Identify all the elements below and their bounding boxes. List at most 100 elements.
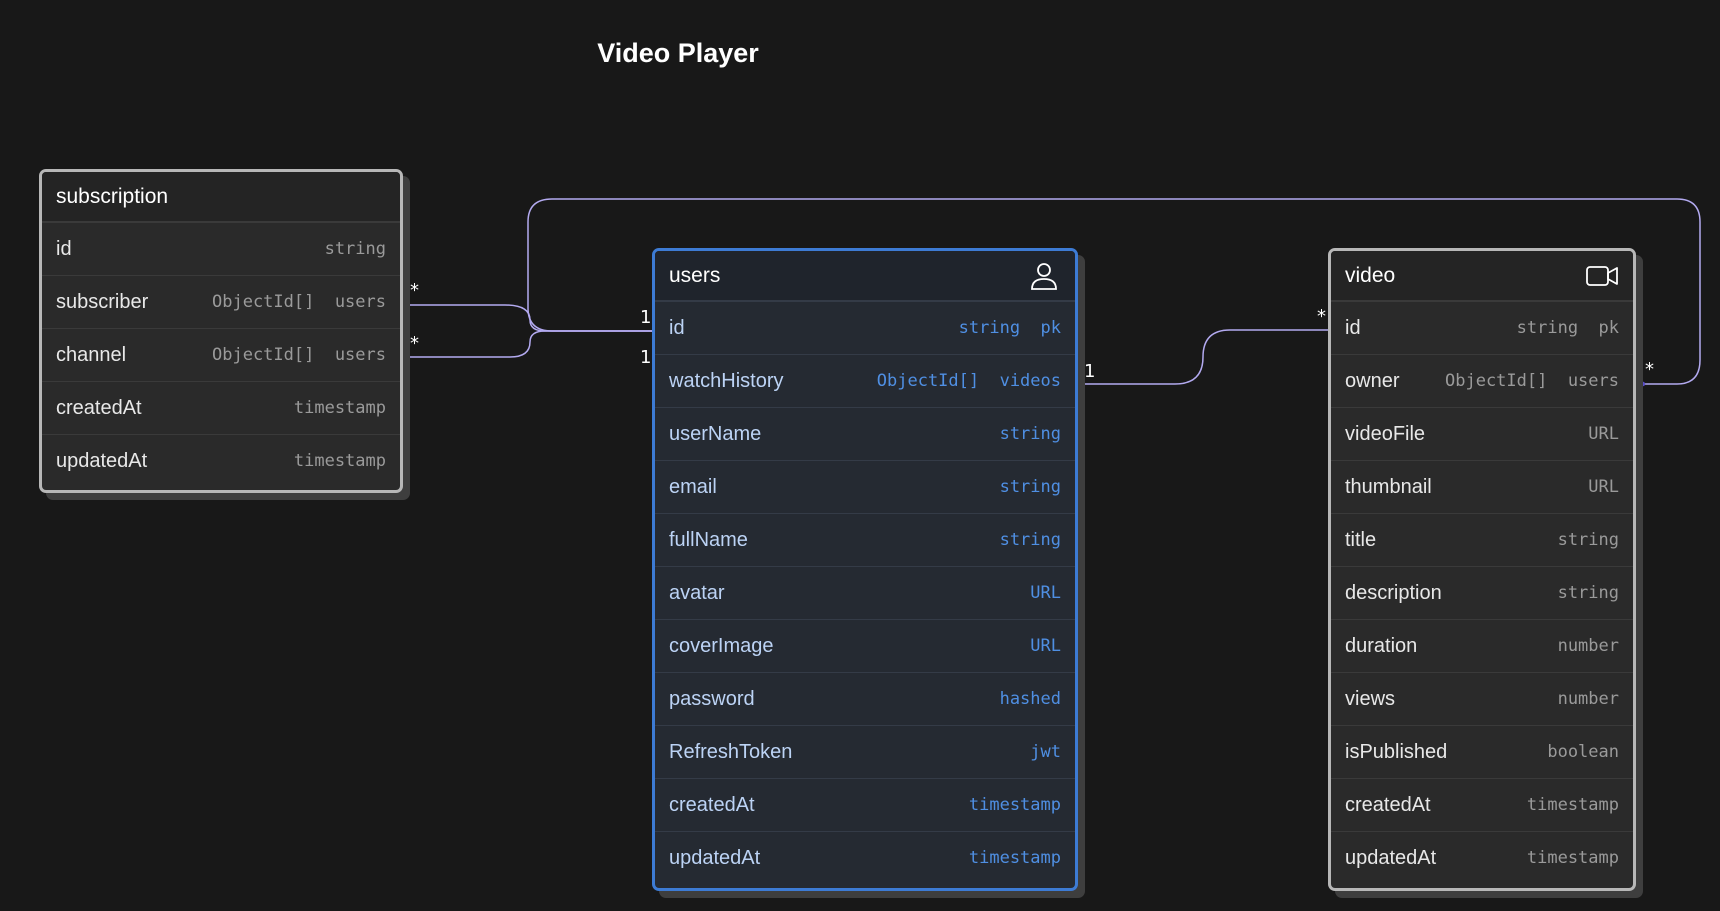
table-header[interactable]: video <box>1331 251 1633 301</box>
video-camera-icon <box>1586 265 1618 286</box>
field-type: ObjectId[] users <box>212 345 386 365</box>
field-name: createdAt <box>669 793 755 816</box>
field-name: duration <box>1345 634 1418 657</box>
field-row[interactable]: watchHistory ObjectId[] videos <box>655 354 1075 407</box>
field-type: timestamp <box>293 398 386 418</box>
field-type: number <box>1557 636 1619 656</box>
field-row[interactable]: channel ObjectId[] users <box>42 328 400 381</box>
field-row[interactable]: password hashed <box>655 672 1075 725</box>
table-header[interactable]: subscription <box>42 172 400 222</box>
field-type: timestamp <box>293 451 386 471</box>
table-header[interactable]: users <box>655 251 1075 301</box>
field-row[interactable]: updatedAt timestamp <box>42 434 400 487</box>
table-name: users <box>669 263 721 287</box>
field-row[interactable]: thumbnail URL <box>1331 460 1633 513</box>
field-name: updatedAt <box>669 846 761 869</box>
field-name: thumbnail <box>1345 475 1432 498</box>
field-row[interactable]: createdAt timestamp <box>655 778 1075 831</box>
field-row[interactable]: email string <box>655 460 1075 513</box>
table-users[interactable]: users id string pk watchHistory ObjectId… <box>652 248 1078 891</box>
relation-subscriber-users <box>403 304 655 332</box>
cardinality-video-id-many: * <box>1317 306 1326 327</box>
field-name: id <box>56 237 72 260</box>
field-name: createdAt <box>1345 793 1431 816</box>
field-row[interactable]: videoFile URL <box>1331 407 1633 460</box>
field-row[interactable]: coverImage URL <box>655 619 1075 672</box>
cardinality-owner-many: * <box>1645 359 1654 380</box>
field-type: timestamp <box>968 848 1061 868</box>
field-name: id <box>1345 316 1361 339</box>
field-name: isPublished <box>1345 740 1448 763</box>
field-row[interactable]: duration number <box>1331 619 1633 672</box>
field-row[interactable]: views number <box>1331 672 1633 725</box>
field-type: jwt <box>1030 742 1061 762</box>
field-row[interactable]: updatedAt timestamp <box>655 831 1075 884</box>
field-type: string <box>999 477 1061 497</box>
table-name: subscription <box>56 184 169 208</box>
field-type: ObjectId[] videos <box>876 371 1061 391</box>
field-name: fullName <box>669 528 748 551</box>
field-name: avatar <box>669 581 725 604</box>
field-type: string <box>1557 530 1619 550</box>
field-type: timestamp <box>1526 848 1619 868</box>
field-row[interactable]: isPublished boolean <box>1331 725 1633 778</box>
cardinality-users-one-a: 1 <box>640 307 652 328</box>
field-name: email <box>669 475 717 498</box>
relation-watchhistory-video <box>1075 329 1331 385</box>
field-row[interactable]: subscriber ObjectId[] users <box>42 275 400 328</box>
field-type: string <box>1557 583 1619 603</box>
field-name: owner <box>1345 369 1400 392</box>
field-row[interactable]: userName string <box>655 407 1075 460</box>
field-name: updatedAt <box>1345 846 1437 869</box>
field-type: URL <box>1588 424 1619 444</box>
field-row[interactable]: id string <box>42 222 400 275</box>
field-name: watchHistory <box>669 369 784 392</box>
field-row[interactable]: owner ObjectId[] users <box>1331 354 1633 407</box>
field-type: timestamp <box>968 795 1061 815</box>
cardinality-channel-many: * <box>410 333 419 354</box>
field-type: URL <box>1588 477 1619 497</box>
field-name: videoFile <box>1345 422 1426 445</box>
field-type: string <box>999 530 1061 550</box>
field-type: ObjectId[] users <box>212 292 386 312</box>
field-row[interactable]: title string <box>1331 513 1633 566</box>
field-row[interactable]: updatedAt timestamp <box>1331 831 1633 884</box>
field-type: number <box>1557 689 1619 709</box>
field-row[interactable]: avatar URL <box>655 566 1075 619</box>
user-icon <box>1031 262 1057 290</box>
field-row[interactable]: description string <box>1331 566 1633 619</box>
field-type: URL <box>1030 583 1061 603</box>
field-name: updatedAt <box>56 449 148 472</box>
field-name: title <box>1345 528 1377 551</box>
field-name: channel <box>56 343 127 366</box>
field-name: views <box>1345 687 1396 710</box>
cardinality-watchhistory-one: 1 <box>1084 361 1096 382</box>
relation-channel-users <box>403 330 655 358</box>
field-name: createdAt <box>56 396 142 419</box>
field-row[interactable]: createdAt timestamp <box>42 381 400 434</box>
field-row[interactable]: fullName string <box>655 513 1075 566</box>
cardinality-users-one-c: 1 <box>640 347 652 368</box>
table-name: video <box>1345 263 1396 287</box>
field-type: string <box>999 424 1061 444</box>
field-type: hashed <box>999 689 1061 709</box>
field-row[interactable]: RefreshToken jwt <box>655 725 1075 778</box>
field-type: boolean <box>1547 742 1619 762</box>
field-type: string <box>324 239 386 259</box>
field-row[interactable]: createdAt timestamp <box>1331 778 1633 831</box>
field-type: string pk <box>958 318 1061 338</box>
field-type: string pk <box>1516 318 1619 338</box>
field-name: coverImage <box>669 634 774 657</box>
field-type: timestamp <box>1526 795 1619 815</box>
field-row[interactable]: id string pk <box>655 301 1075 354</box>
field-name: RefreshToken <box>669 740 793 763</box>
field-name: description <box>1345 581 1442 604</box>
field-name: userName <box>669 422 762 445</box>
table-subscription[interactable]: subscription id string subscriber Object… <box>39 169 403 493</box>
table-video[interactable]: video id string pk owner ObjectId[] user… <box>1328 248 1636 891</box>
field-name: password <box>669 687 755 710</box>
field-row[interactable]: id string pk <box>1331 301 1633 354</box>
field-name: subscriber <box>56 290 149 313</box>
diagram-title: Video Player <box>597 38 759 68</box>
